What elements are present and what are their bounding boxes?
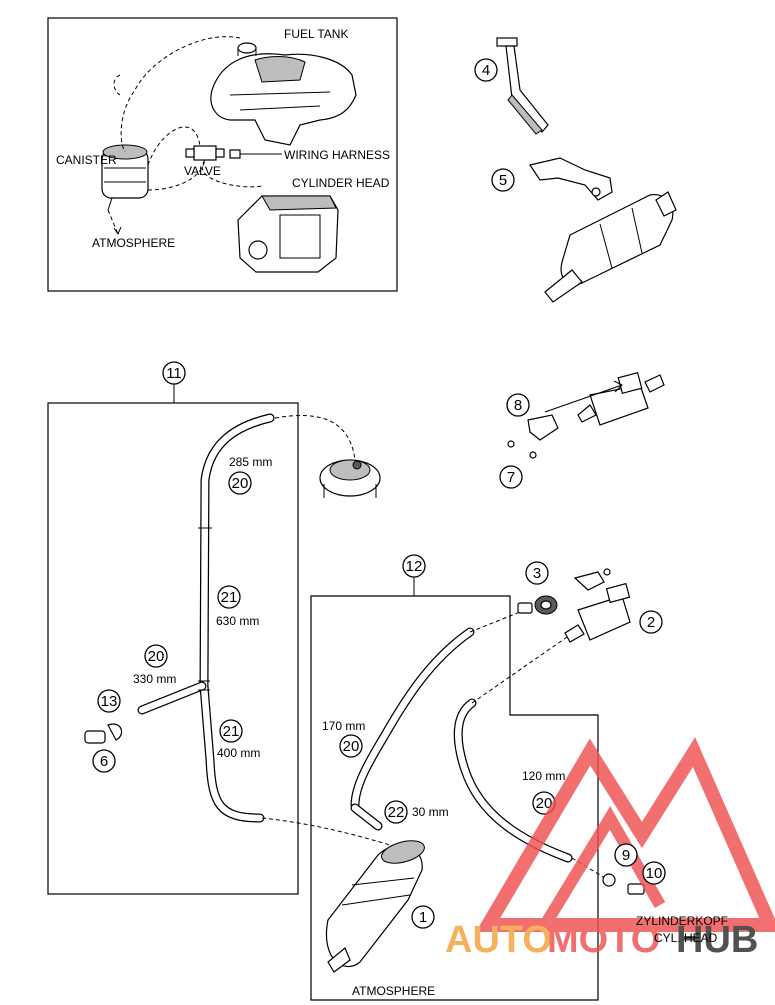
nipple-part <box>84 723 123 744</box>
cylinder-head-label: CYLINDER HEAD <box>292 176 390 190</box>
watermark-logo: AUTO MOTO HUB <box>445 737 775 961</box>
callout-21b: 21 <box>219 719 243 743</box>
callout-12: 12 <box>402 554 426 578</box>
callout-4: 4 <box>474 58 498 82</box>
valve-to-head-line <box>201 159 263 188</box>
clamp-9-part <box>602 873 616 887</box>
len-170: 170 mm <box>322 719 365 733</box>
overview-panel: FUEL TANK CANISTER WIRING HARNESS VALVE … <box>47 17 398 292</box>
svg-text:4: 4 <box>482 62 490 79</box>
callout-1: 1 <box>411 905 435 929</box>
watermark-moto: MOTO <box>547 919 660 961</box>
callout-10: 10 <box>642 861 666 885</box>
check-valve-3-part <box>517 595 558 615</box>
valve-label: VALVE <box>184 164 221 178</box>
overview-arrow-line <box>113 74 121 96</box>
watermark-hub: HUB <box>676 919 758 961</box>
callout-6: 6 <box>92 749 116 773</box>
callout-20c: 20 <box>339 734 363 758</box>
watermark-triangles <box>475 737 775 932</box>
svg-text:20: 20 <box>148 648 165 665</box>
svg-text:10: 10 <box>646 865 663 882</box>
len-30: 30 mm <box>412 805 449 819</box>
small-bracket-part <box>507 414 559 459</box>
svg-text:13: 13 <box>101 693 118 710</box>
valve-assembly-part <box>544 371 665 426</box>
len-120: 120 mm <box>522 769 565 783</box>
valve-2-part <box>564 568 631 643</box>
fuel-cap-part <box>319 459 381 498</box>
callout-3: 3 <box>525 561 549 585</box>
canister-label: CANISTER <box>56 153 117 167</box>
svg-text:1: 1 <box>419 909 427 926</box>
callout-8: 8 <box>506 393 530 417</box>
svg-text:5: 5 <box>499 172 507 189</box>
hose-assembly-frame <box>47 402 299 895</box>
svg-text:21: 21 <box>221 589 238 606</box>
overview-frame <box>47 17 398 292</box>
hose-assembly-11: 285 mm 630 mm 330 mm 400 mm <box>47 384 391 895</box>
len-630: 630 mm <box>216 614 259 628</box>
svg-text:12: 12 <box>406 558 423 575</box>
canister-large-part <box>544 191 677 303</box>
atmosphere-label: ATMOSPHERE <box>92 236 175 250</box>
watermark-auto: AUTO <box>445 919 552 961</box>
svg-text:6: 6 <box>100 753 108 770</box>
callout-20a: 20 <box>228 471 252 495</box>
hose-to-canister-line <box>261 817 391 846</box>
len-400: 400 mm <box>217 746 260 760</box>
atmosphere-arrow <box>113 226 122 236</box>
svg-text:21: 21 <box>223 723 240 740</box>
callout-5: 5 <box>491 168 515 192</box>
harness-plug <box>229 149 241 159</box>
atmosphere-line <box>107 209 119 235</box>
svg-text:11: 11 <box>166 365 182 382</box>
mounting-bracket-part <box>529 157 613 201</box>
callout-11: 11 <box>162 361 186 385</box>
svg-text:3: 3 <box>533 565 541 582</box>
callout-2: 2 <box>639 610 663 634</box>
canister-1-part <box>325 840 425 973</box>
svg-text:9: 9 <box>622 847 630 864</box>
svg-text:8: 8 <box>514 397 522 414</box>
callout-13: 13 <box>97 689 121 713</box>
valve-drawing <box>185 145 225 161</box>
callout-22: 22 <box>384 800 408 824</box>
svg-text:20: 20 <box>232 475 249 492</box>
hose-to-tank-line <box>274 414 356 461</box>
svg-text:22: 22 <box>388 804 405 821</box>
svg-text:20: 20 <box>343 738 360 755</box>
hose-to-valve3-line <box>469 611 521 633</box>
svg-text:7: 7 <box>507 469 515 486</box>
len-285: 285 mm <box>229 455 272 469</box>
callout-9: 9 <box>614 843 638 867</box>
hose-assembly-12-frame <box>310 595 599 1001</box>
tank-to-canister-line <box>120 36 241 153</box>
cylinder-head-drawing <box>237 195 339 273</box>
fitting-10-part <box>627 883 645 895</box>
len-330: 330 mm <box>133 672 176 686</box>
fuel-tank-drawing <box>210 42 357 146</box>
canister-valve-lower-line <box>147 159 206 191</box>
svg-text:2: 2 <box>647 614 655 631</box>
svg-text:20: 20 <box>536 795 553 812</box>
atmosphere-bottom-label: ATMOSPHERE <box>352 984 435 998</box>
callout-21a: 21 <box>217 585 241 609</box>
wiring-harness-label: WIRING HARNESS <box>284 148 390 162</box>
zylinderkopf-label: ZYLINDERKOPF <box>636 914 728 928</box>
hose-to-valve2-line <box>471 634 571 704</box>
bracket-strap-part <box>496 37 549 135</box>
callout-20b: 20 <box>144 644 168 668</box>
canister-to-valve-line <box>147 126 201 166</box>
hose-170 <box>350 627 475 810</box>
cyl-head-label: CYL. HEAD <box>654 931 718 945</box>
fuel-tank-label: FUEL TANK <box>284 27 348 41</box>
callout-7: 7 <box>499 465 523 489</box>
